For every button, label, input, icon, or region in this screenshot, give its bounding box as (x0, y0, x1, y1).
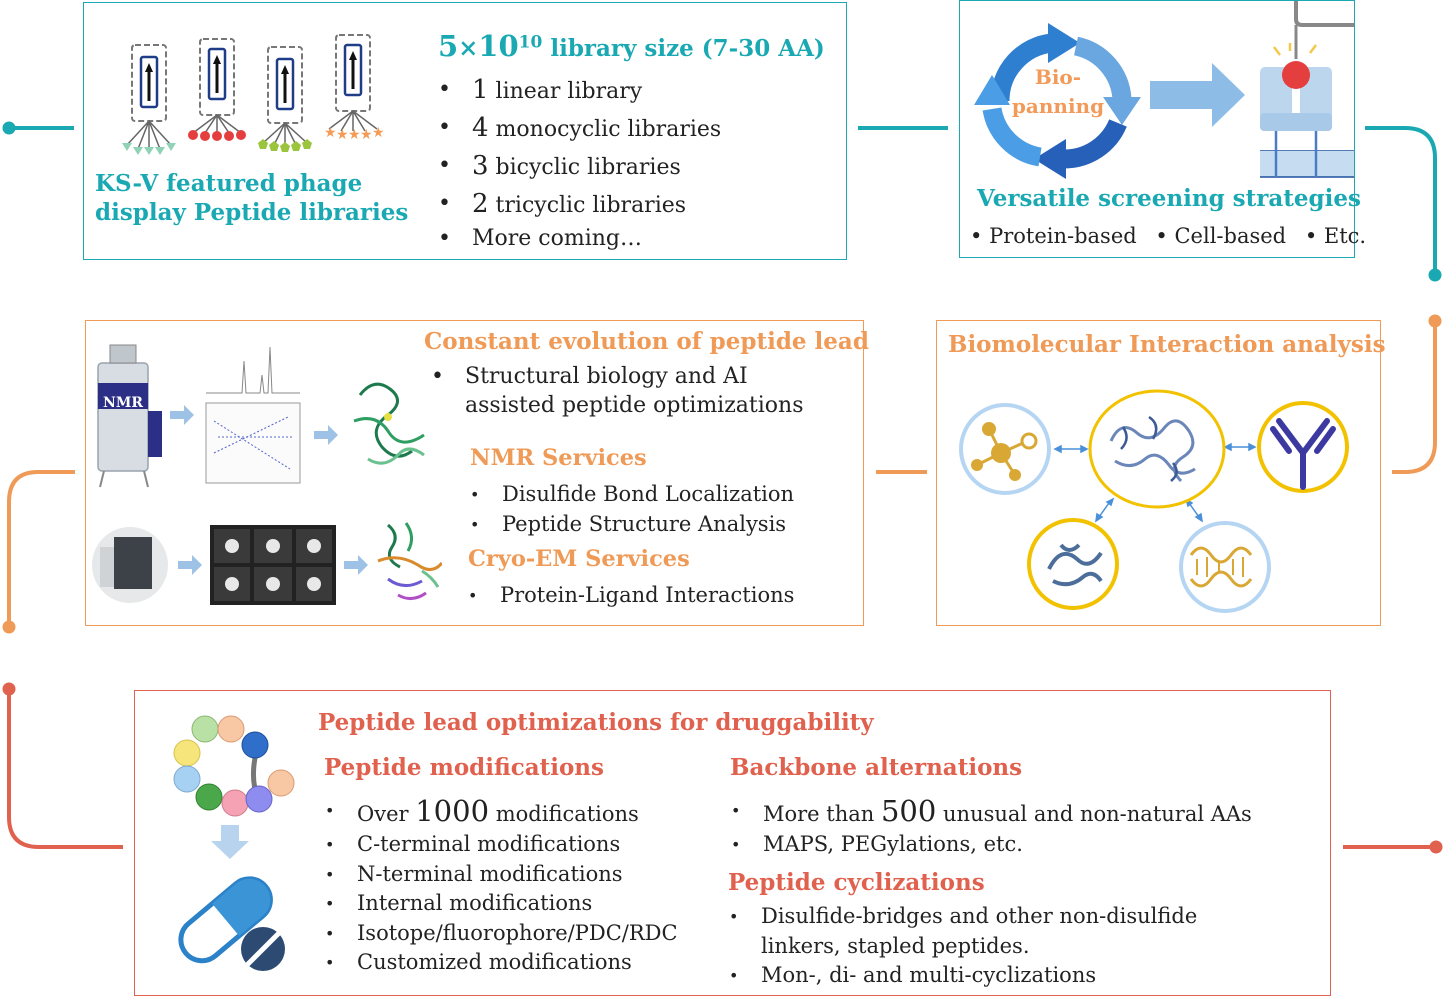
connector-screening-curve (1365, 126, 1437, 275)
phage-monocyclic (188, 38, 246, 141)
screening-option-protein: Protein-based (989, 224, 1137, 248)
right-arrow-icon (170, 405, 194, 425)
list-item: More coming… (438, 224, 721, 254)
svg-text:★: ★ (348, 127, 361, 143)
svg-text:★: ★ (372, 125, 385, 141)
backbone-list: More than 500 unusual and non-natural AA… (729, 795, 1252, 860)
list-item: MAPS, PEGylations, etc. (729, 830, 1252, 860)
nmr-label: NMR (103, 395, 143, 411)
connector-evolution-curve (7, 470, 75, 627)
protein-structure-icon (1088, 389, 1226, 509)
library-caption: KS-V featured phage display Peptide libr… (95, 169, 408, 227)
evolution-panel: NMR (85, 320, 869, 626)
druggability-title: Peptide lead optimizations for druggabil… (318, 709, 874, 736)
phage-bicyclic (258, 46, 312, 152)
library-size-label: library size (7-30 AA) (550, 35, 825, 62)
modifications-title: Peptide modifications (324, 754, 604, 781)
right-arrow-icon (344, 555, 368, 575)
connector-interaction-curve (1392, 321, 1437, 474)
list-item: 3 bicyclic libraries (438, 148, 721, 186)
backbone-title: Backbone alternations (730, 754, 1023, 781)
modifications-list: Over 1000 modifications C-terminal modif… (323, 795, 678, 978)
list-item: Internal modifications (323, 889, 678, 919)
nmr-services-list: Disulfide Bond Localization Peptide Stru… (468, 480, 794, 539)
phage-linear (122, 44, 176, 155)
phage-library-panel: ★ ★ ★ ★ ★ KS-V featured phage display Pe… (83, 2, 847, 260)
list-item: Isotope/fluorophore/PDC/RDC (323, 919, 678, 949)
nmr-spectrum-icon (205, 346, 301, 484)
list-item: Protein-Ligand Interactions (466, 581, 794, 611)
screening-option-etc: Etc. (1323, 224, 1367, 248)
right-arrow-icon (314, 425, 338, 445)
connector-druggability-curve (7, 689, 123, 849)
list-item: Customized modifications (323, 948, 678, 978)
list-item: More than 500 unusual and non-natural AA… (729, 795, 1252, 830)
nmr-magnet-icon: NMR (97, 344, 162, 488)
antibody-icon (1257, 401, 1349, 493)
cyclizations-title: Peptide cyclizations (728, 869, 985, 896)
screening-panel: Bio- panning Versatile screening strateg… (959, 0, 1366, 258)
down-arrow-icon (211, 825, 249, 859)
small-molecule-icon (959, 403, 1051, 495)
list-item: C-terminal modifications (323, 830, 678, 860)
peptide-to-drug-illustration (173, 715, 295, 971)
library-list: 1 linear library 4 monocyclic libraries … (438, 72, 721, 254)
interaction-network (959, 389, 1349, 613)
druggability-panel: Peptide lead optimizations for druggabil… (134, 690, 1331, 996)
biopanning-illustration: Bio- panning (974, 1, 1354, 179)
list-item: Structural biology and AI assisted pepti… (431, 362, 804, 420)
library-caption-line2: display Peptide libraries (95, 199, 409, 226)
cryoem-microscope-icon (92, 527, 168, 603)
evolution-list: Structural biology and AI assisted pepti… (431, 362, 804, 420)
connector-end-dot (1429, 840, 1443, 854)
screening-title: Versatile screening strategies (977, 185, 1361, 212)
library-size-exponent: 10 (518, 32, 543, 53)
biopanning-label-line2: panning (1012, 94, 1104, 118)
svg-text:★: ★ (360, 127, 373, 143)
list-item: Disulfide Bond Localization (468, 480, 794, 510)
protein-ligand-complex-icon (377, 522, 442, 600)
interaction-panel: Biomolecular Interaction analysis (936, 320, 1386, 626)
cryoem-services-title: Cryo-EM Services (468, 546, 690, 572)
biopanning-label-line1: Bio- (1035, 65, 1081, 89)
biopanning-cycle-icon (974, 23, 1141, 179)
dna-icon (1179, 521, 1271, 613)
peptide-chain-icon (173, 715, 295, 817)
library-size-power: 10 (478, 29, 519, 63)
list-item: 2 tricyclic libraries (438, 186, 721, 224)
list-item: Mon-, di- and multi-cyclizations (727, 961, 1197, 991)
cyclizations-list: Disulfide-bridges and other non-disulfid… (727, 902, 1197, 991)
right-arrow-icon (1150, 63, 1245, 127)
peptide-structure-icon (1027, 518, 1119, 610)
phage-illustration: ★ ★ ★ ★ ★ (122, 34, 385, 155)
cryoem-particles-icon (210, 525, 336, 605)
phage-tricyclic: ★ ★ ★ ★ ★ (324, 34, 385, 143)
protein-structure-icon (353, 382, 425, 465)
list-item: 1 linear library (438, 72, 721, 110)
list-item: Disulfide-bridges and other non-disulfid… (727, 902, 1197, 961)
nmr-workflow-illustration: NMR (97, 344, 425, 488)
interaction-title: Biomolecular Interaction analysis (948, 331, 1386, 358)
list-item: Peptide Structure Analysis (468, 510, 794, 540)
svg-text:★: ★ (336, 127, 349, 143)
cryoem-workflow-illustration (92, 522, 442, 605)
library-size-base: 5 (438, 29, 459, 63)
right-arrow-icon (178, 555, 202, 575)
cryoem-services-list: Protein-Ligand Interactions (466, 581, 794, 611)
receptor-icon (1260, 1, 1354, 178)
list-item: N-terminal modifications (323, 860, 678, 890)
screening-option-cell: Cell-based (1174, 224, 1287, 248)
list-item: 4 monocyclic libraries (438, 110, 721, 148)
evolution-title: Constant evolution of peptide lead (424, 328, 869, 355)
nmr-services-title: NMR Services (470, 445, 647, 471)
capsule-pill-icon (178, 876, 285, 971)
screening-options: • Protein-based • Cell-based • Etc. (970, 224, 1367, 248)
library-size-times: × (458, 33, 479, 62)
svg-text:★: ★ (324, 125, 337, 141)
library-size-heading: 5×1010 library size (7-30 AA) (438, 29, 825, 63)
list-item: Over 1000 modifications (323, 795, 678, 830)
library-caption-line1: KS-V featured phage (95, 170, 363, 197)
